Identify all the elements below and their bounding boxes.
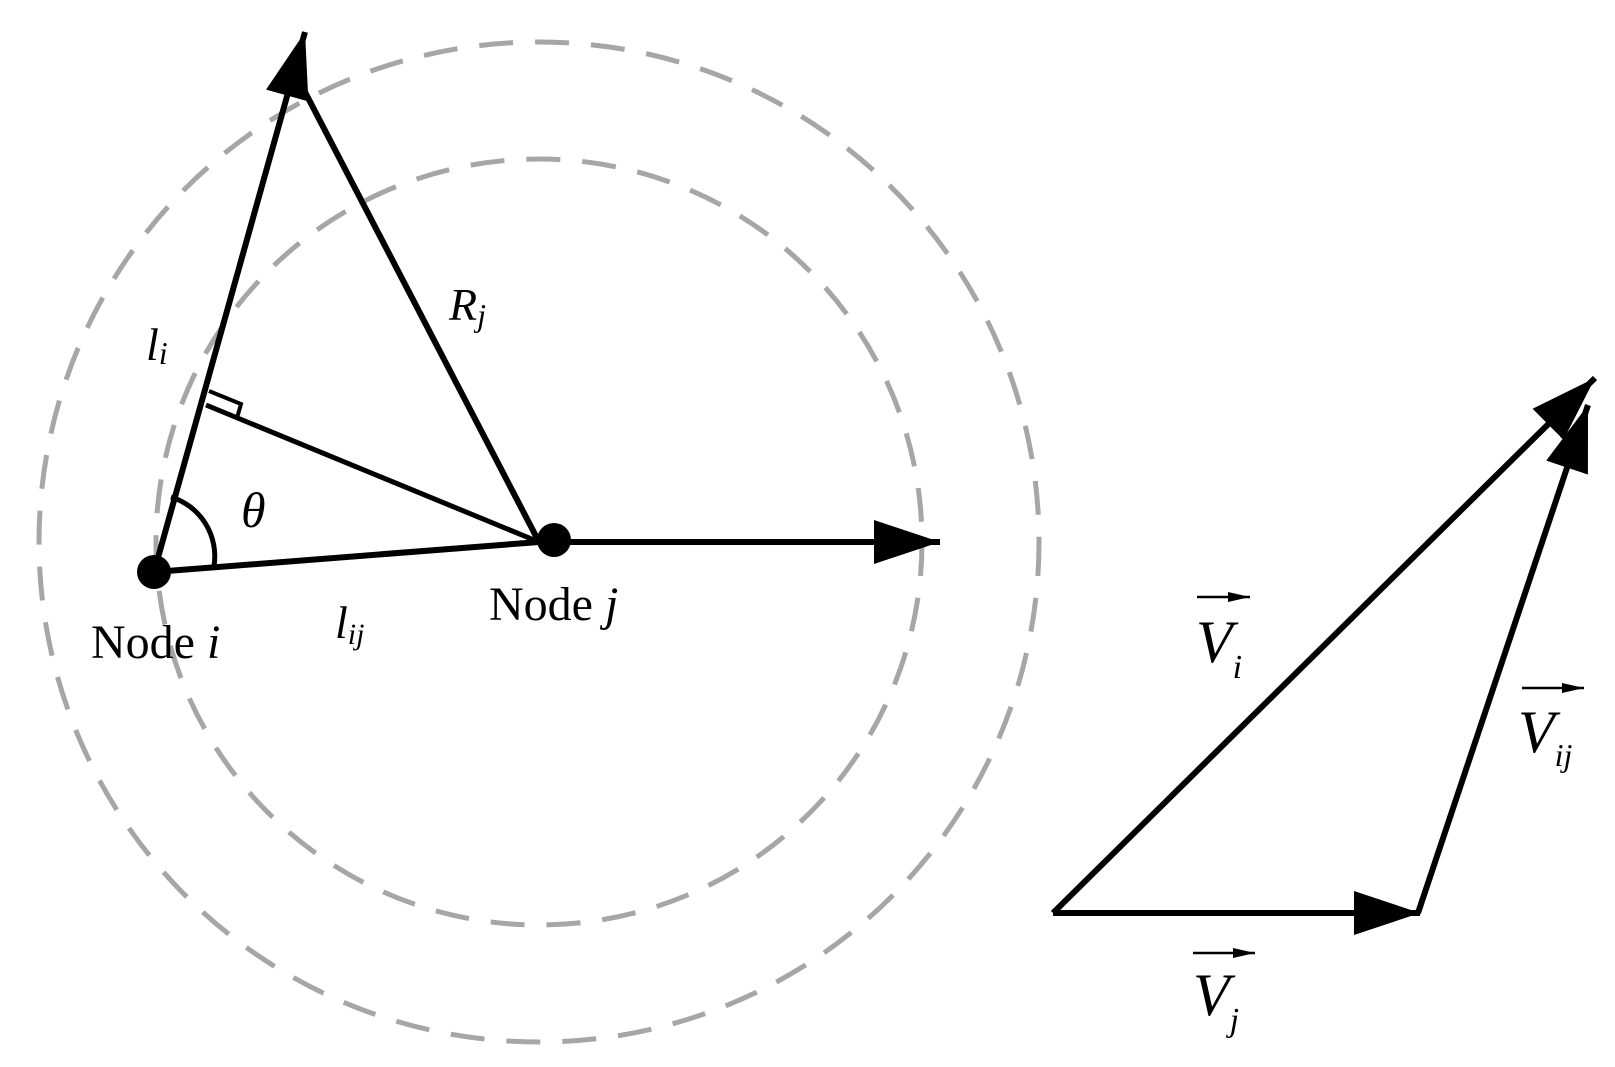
outer-range-circle	[36, 39, 1042, 1045]
vi-label: Vi	[1196, 592, 1250, 686]
svg-text:Vi: Vi	[1196, 609, 1242, 686]
svg-text:Vij: Vij	[1518, 699, 1573, 773]
rj-label: Rj	[448, 279, 486, 333]
svg-text:Vj: Vj	[1193, 962, 1239, 1039]
right-angle-marker	[208, 389, 244, 419]
vij-label: Vij	[1518, 683, 1584, 773]
li-label: li	[146, 319, 168, 371]
theta-angle-arc	[170, 494, 218, 567]
node-j-label: Node j	[489, 578, 618, 631]
vector-vij-arrow	[1415, 404, 1591, 914]
lij-label: lij	[335, 597, 364, 651]
perpendicular-line	[205, 402, 540, 545]
vector-li-arrow	[151, 31, 309, 573]
node-i-label: Node i	[91, 616, 220, 669]
node-j-dot	[537, 523, 571, 557]
segment-lij	[153, 539, 540, 575]
vector-vi-arrow	[1050, 375, 1598, 916]
segment-rj	[302, 90, 542, 544]
vj-label: Vj	[1193, 948, 1255, 1039]
node-i-dot	[137, 555, 171, 589]
theta-label: θ	[241, 482, 266, 538]
